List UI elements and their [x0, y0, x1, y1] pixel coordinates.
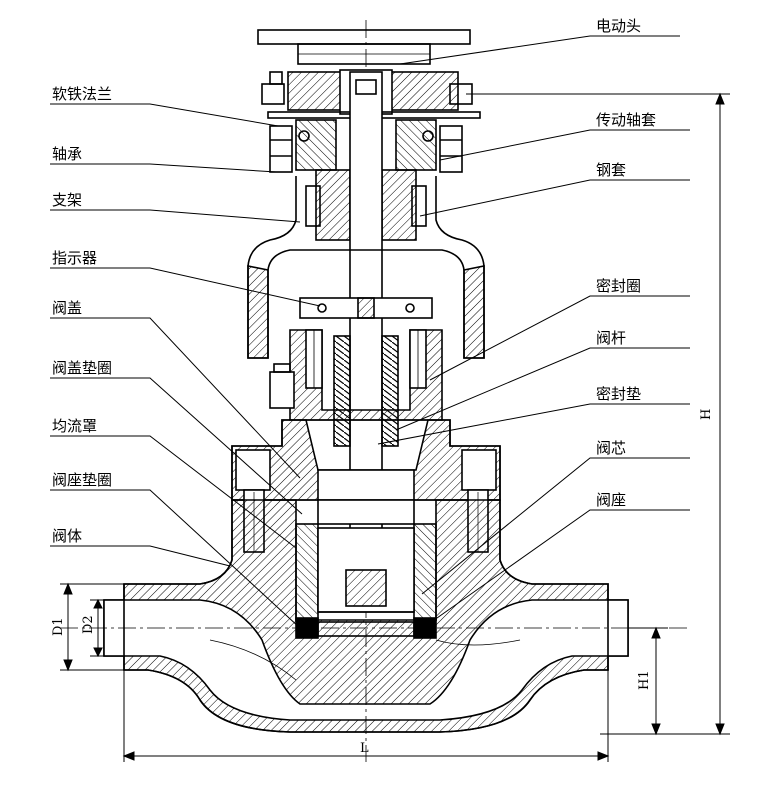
indicator: [299, 297, 433, 319]
dimension-lines: [60, 92, 730, 762]
dim-L: L: [360, 741, 369, 756]
flow-shroud: [295, 523, 437, 621]
label-seal-gasket: 密封垫: [596, 385, 641, 403]
label-valve-body: 阀体: [52, 527, 82, 545]
valve-body: [103, 499, 629, 733]
label-bonnet: 阀盖: [52, 299, 82, 317]
actuator-head: [257, 29, 471, 65]
drive-sleeve: [305, 169, 427, 241]
dim-D2: D2: [81, 615, 96, 634]
packing-rings: [333, 335, 399, 447]
label-valve-stem: 阀杆: [596, 329, 626, 347]
label-seat-gasket: 阀座垫圈: [52, 471, 112, 489]
label-valve-plug: 阀芯: [596, 439, 626, 457]
bonnet: [269, 329, 443, 421]
dim-H: H: [699, 409, 714, 420]
dim-D1: D1: [51, 617, 66, 636]
label-bracket: 支架: [52, 191, 82, 209]
left-labels: 软铁法兰 轴承 支架 指示器 阀盖 阀盖垫圈 均流罩 阀座垫圈 阀体: [52, 85, 112, 545]
label-seal-ring: 密封圈: [596, 277, 641, 295]
valve-plug: [317, 527, 415, 613]
bearing: [269, 119, 463, 173]
label-drive-sleeve: 传动轴套: [596, 111, 656, 129]
label-flow-shroud: 均流罩: [52, 417, 97, 435]
dimension-labels: H H1 L D1 D2: [51, 409, 714, 756]
bracket: [247, 176, 485, 359]
label-indicator: 指示器: [52, 249, 97, 267]
label-bearing: 轴承: [52, 145, 82, 163]
dim-H1: H1: [637, 670, 652, 690]
label-soft-iron-flange: 软铁法兰: [52, 85, 112, 103]
label-actuator: 电动头: [596, 17, 641, 35]
leader-lines: [50, 35, 690, 631]
right-labels: 电动头 传动轴套 钢套 密封圈 阀杆 密封垫 阀芯 阀座: [596, 17, 656, 509]
label-bonnet-gasket: 阀盖垫圈: [52, 359, 112, 377]
label-steel-sleeve: 钢套: [596, 161, 626, 179]
label-valve-seat: 阀座: [596, 491, 626, 509]
